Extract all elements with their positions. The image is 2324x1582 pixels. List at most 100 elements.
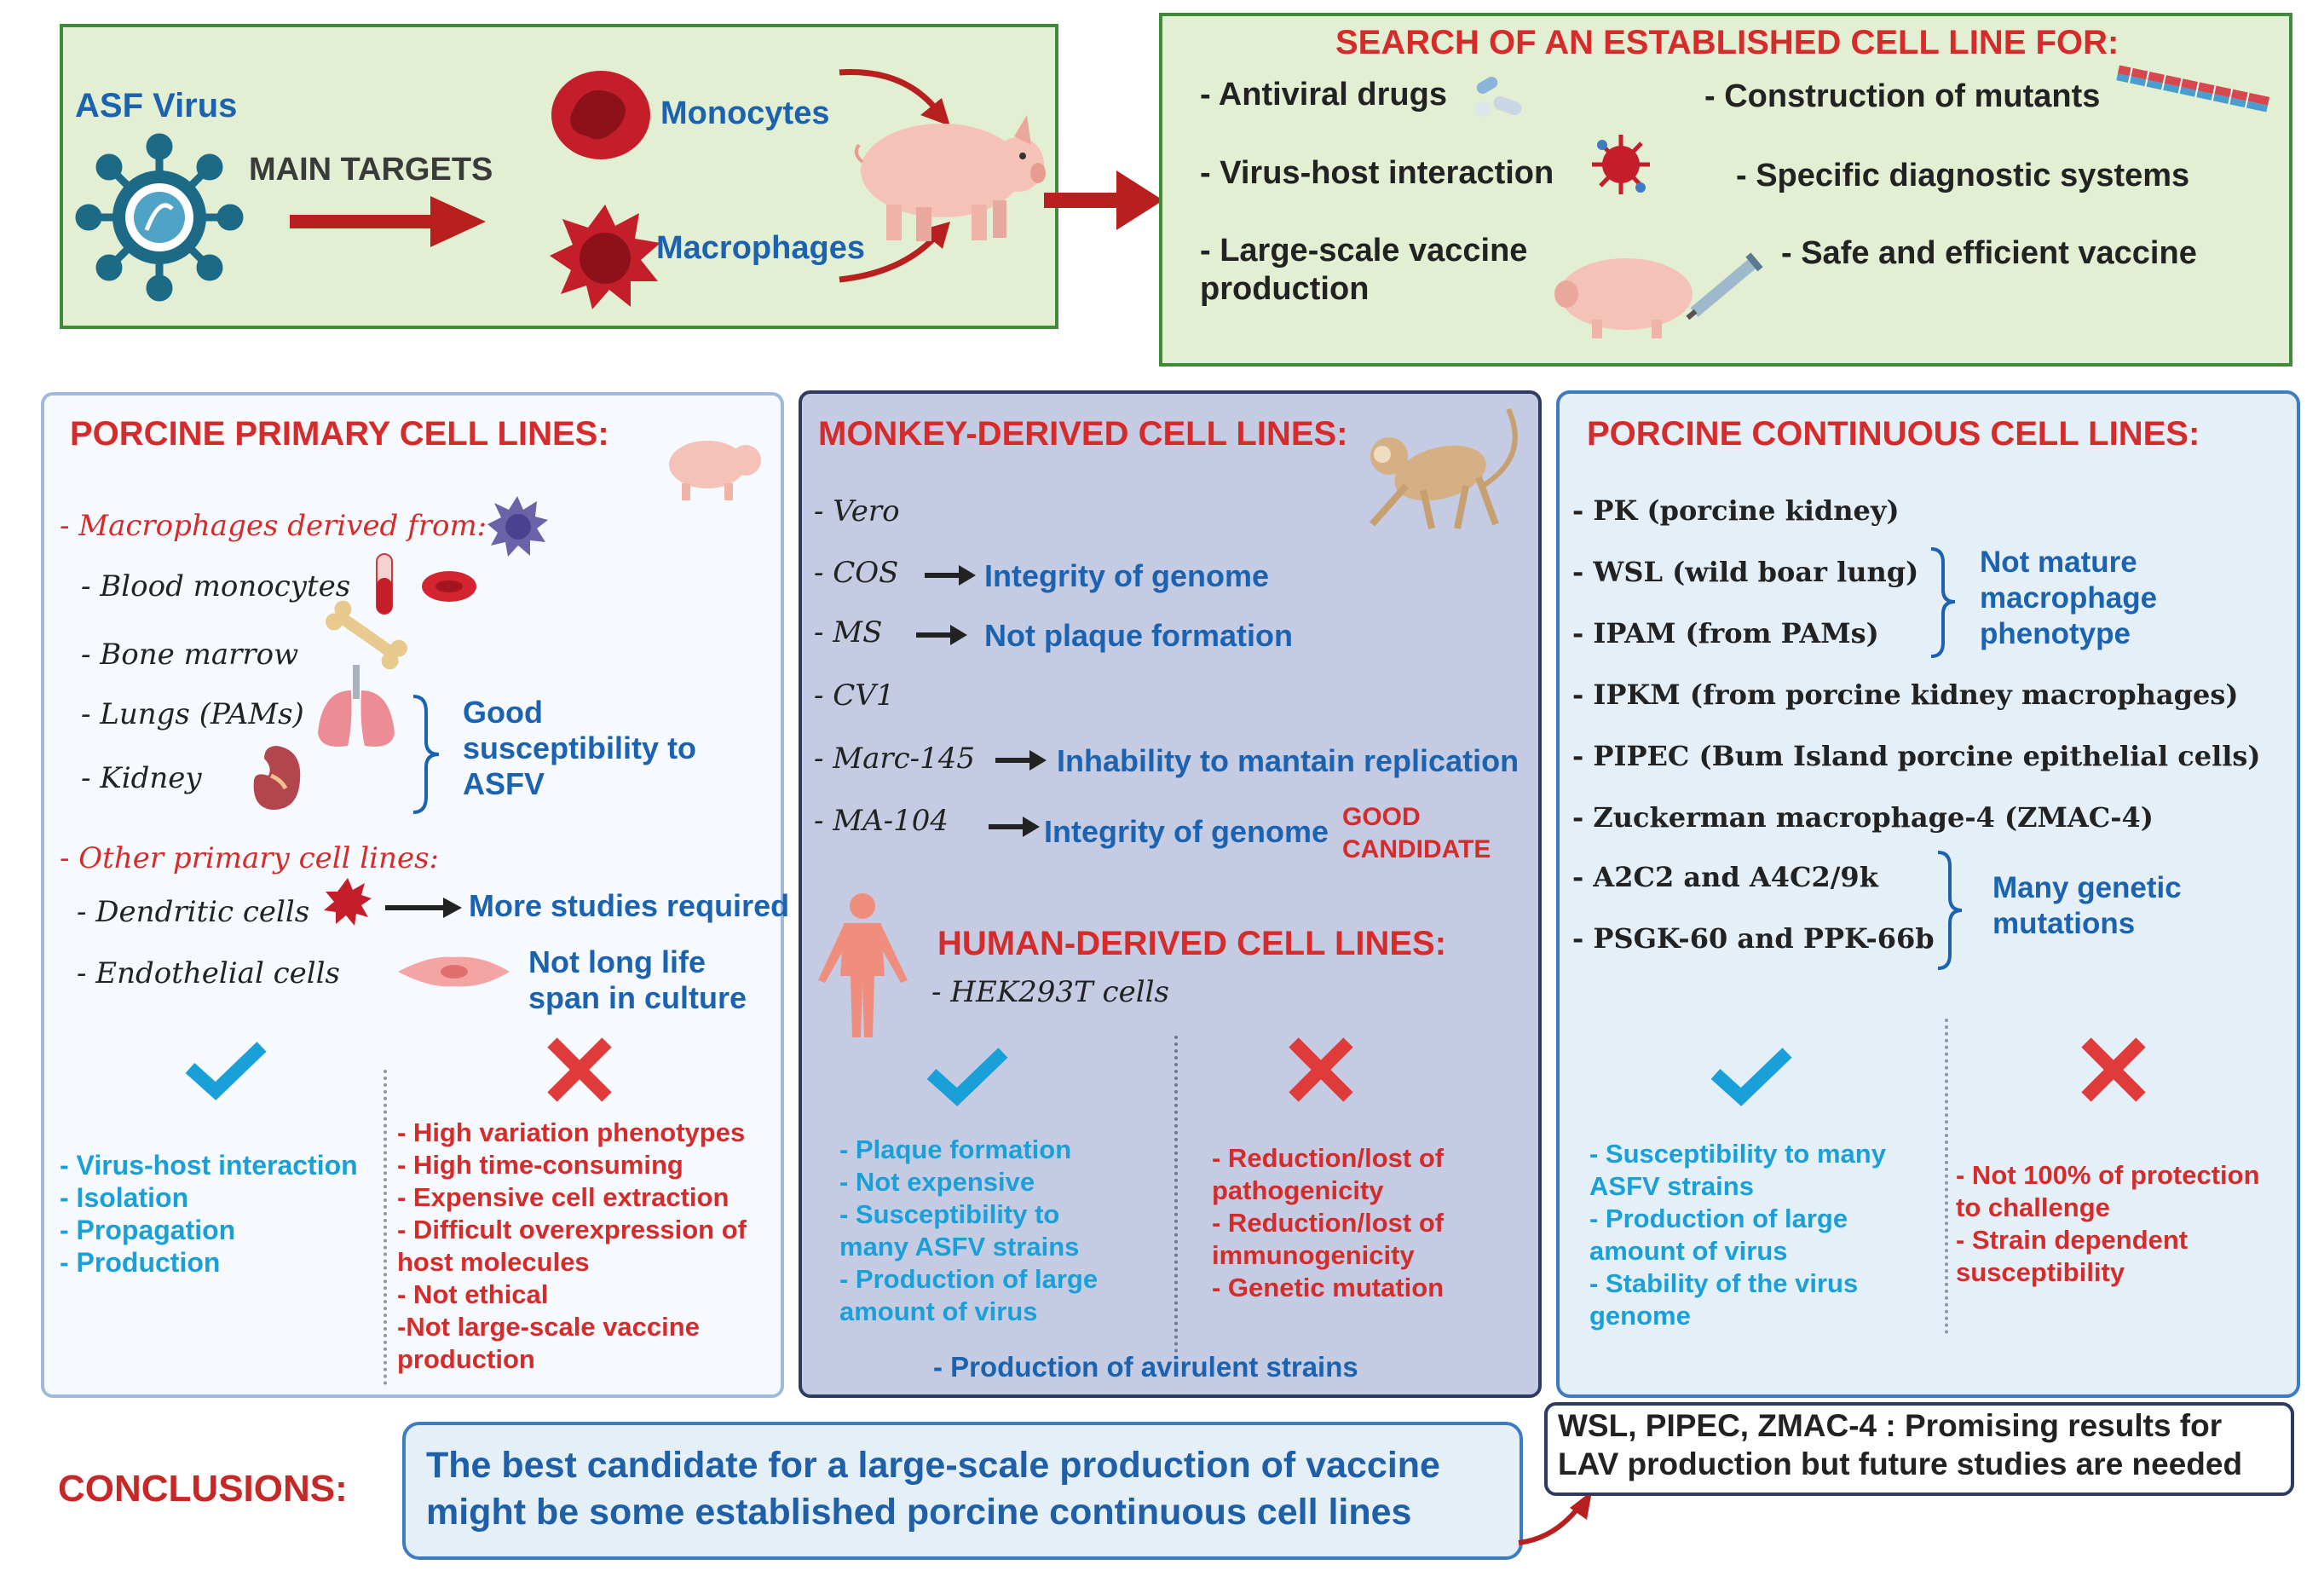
check-icon [185, 1042, 267, 1100]
pro-item: - Production of large [839, 1264, 1099, 1294]
dendritic-arrow-icon [385, 898, 462, 918]
small-pig-icon [669, 441, 761, 500]
search-item-large-scale: - Large-scale vaccine [1200, 233, 1528, 268]
genetic-note-1: Many genetic [1992, 871, 2182, 904]
continuous-cons: - Not 100% of protection to challenge - … [1956, 1159, 2260, 1289]
continuous-check-icon [1710, 1048, 1792, 1106]
bone-icon [326, 600, 407, 670]
brace-icon [1937, 851, 1963, 970]
con-item: - Strain dependent [1956, 1225, 2188, 1255]
search-panel [1159, 13, 2292, 367]
macro-header: - Macrophages derived from: [60, 509, 487, 543]
pro-item: - Susceptibility to many [1589, 1139, 1886, 1169]
primary-cons: - High variation phenotypes - High time-… [397, 1117, 747, 1376]
marc-note: Inhability to mantain replication [1057, 743, 1520, 778]
con-item: - Expensive cell extraction [397, 1182, 729, 1212]
macro-item-kidney: - Kidney [81, 761, 202, 795]
con-item: -Not large-scale vaccine [397, 1312, 700, 1342]
monkey-title: MONKEY-DERIVED CELL LINES: [818, 415, 1348, 453]
con-item: host molecules [397, 1247, 590, 1277]
con-item: immunogenicity [1212, 1240, 1415, 1270]
side-line-2: LAV production but future studies are ne… [1558, 1446, 2243, 1481]
con-item: - High variation phenotypes [397, 1117, 746, 1147]
cos-note: Integrity of genome [984, 558, 1270, 593]
con-item: pathogenicity [1212, 1175, 1384, 1205]
lungs-icon [318, 665, 395, 747]
main-targets-label: MAIN TARGETS [249, 152, 493, 188]
search-item-safe-vaccine: - Safe and efficient vaccine [1781, 235, 2197, 271]
virus-host-icon [1592, 135, 1650, 194]
monkey-item-ma: - MA-104 [814, 804, 949, 838]
primary-title: PORCINE PRIMARY CELL LINES: [70, 415, 609, 453]
mature-note-3: phenotype [1980, 617, 2131, 650]
cont-item-wsl: - WSL (wild boar lung) [1572, 556, 1919, 588]
virus-label: ASF Virus [75, 87, 238, 124]
conclusion-arrow-icon [1518, 1491, 1592, 1545]
macrophages-label: Macrophages [656, 230, 865, 266]
search-item-antiviral: - Antiviral drugs [1200, 77, 1447, 113]
search-item-production: production [1200, 271, 1370, 307]
conclusion-box [402, 1422, 1523, 1560]
ms-note: Not plaque formation [984, 618, 1293, 653]
search-arrow-icon [1044, 170, 1163, 230]
brace-icon [1930, 547, 1956, 658]
con-item: susceptibility [1956, 1257, 2125, 1287]
ma-note: Integrity of genome [1044, 814, 1329, 849]
mature-note-1: Not mature [1980, 546, 2137, 579]
blood-tube-icon [376, 553, 476, 615]
conclusion-line-1: The best candidate for a large-scale pro… [426, 1445, 1440, 1486]
cont-item-zmac: - Zuckerman macrophage-4 (ZMAC-4) [1572, 801, 2154, 834]
good-note-1: Good [463, 695, 543, 730]
search-title: SEARCH OF AN ESTABLISHED CELL LINE FOR: [1335, 24, 2119, 61]
con-item: - Reduction/lost of [1212, 1143, 1445, 1173]
pro-item: genome [1589, 1301, 1691, 1331]
pro-item: ASFV strains [1589, 1171, 1754, 1201]
macrophage-cell-icon [550, 205, 660, 309]
pro-item: - Production of large [1589, 1204, 1848, 1233]
virus-icon [75, 133, 244, 302]
endothelial-note-1: Not long life [528, 944, 706, 979]
pro-item: - Stability of the virus [1589, 1268, 1859, 1298]
good-candidate-1: GOOD [1342, 803, 1421, 831]
pig-icon [854, 115, 1046, 241]
good-note-2: susceptibility to [463, 730, 697, 765]
continuous-cross-icon [2081, 1037, 2146, 1102]
side-line-1: WSL, PIPEC, ZMAC-4 : Promising results f… [1558, 1408, 2223, 1443]
cont-item-psgk: - PSGK-60 and PPK-66b [1572, 922, 1935, 955]
human-title: HUMAN-DERIVED CELL LINES: [937, 925, 1447, 962]
primary-divider [383, 1070, 387, 1385]
cos-arrow-icon [925, 565, 976, 586]
continuous-title: PORCINE CONTINUOUS CELL LINES: [1587, 415, 2200, 453]
cont-item-pk: - PK (porcine kidney) [1572, 494, 1900, 527]
endothelial-cell-icon [398, 956, 510, 987]
genetic-note-2: mutations [1992, 907, 2136, 940]
cont-item-ipam: - IPAM (from PAMs) [1572, 617, 1879, 650]
mature-note-2: macrophage [1980, 581, 2158, 615]
cross-icon [547, 1037, 612, 1102]
monkey-item-cv1: - CV1 [814, 678, 895, 713]
macro-item-bone: - Bone marrow [81, 638, 299, 672]
dendritic-note: More studies required [469, 888, 790, 923]
avirulent-footer: - Production of avirulent strains [933, 1351, 1358, 1383]
con-item: - Difficult overexpression of [397, 1215, 747, 1244]
monkey-item-vero: - Vero [814, 494, 900, 528]
marc-arrow-icon [995, 750, 1047, 771]
monkey-check-icon [926, 1048, 1008, 1106]
conclusions-label: CONCLUSIONS: [58, 1468, 348, 1510]
human-icon [818, 893, 908, 1037]
macro-item-lungs: - Lungs (PAMs) [81, 697, 304, 731]
continuous-pros: - Susceptibility to many ASFV strains - … [1589, 1138, 1886, 1332]
dendritic-item: - Dendritic cells [77, 895, 310, 929]
macro-item-blood: - Blood monocytes [81, 569, 351, 603]
primary-pros: - Virus-host interaction - Isolation - P… [60, 1149, 358, 1279]
monkey-cross-icon [1289, 1037, 1353, 1102]
ms-arrow-icon [916, 625, 967, 645]
con-item: - Genetic mutation [1212, 1273, 1445, 1302]
good-note-3: ASFV [463, 766, 545, 801]
cont-item-ipkm: - IPKM (from porcine kidney macrophages) [1572, 678, 2239, 711]
vaccinated-pig-icon [1554, 252, 1763, 338]
endothelial-item: - Endothelial cells [77, 956, 340, 990]
pro-item: - Plaque formation [839, 1135, 1072, 1164]
monkey-item-marc: - Marc-145 [814, 742, 976, 776]
monkey-divider [1174, 1036, 1178, 1360]
